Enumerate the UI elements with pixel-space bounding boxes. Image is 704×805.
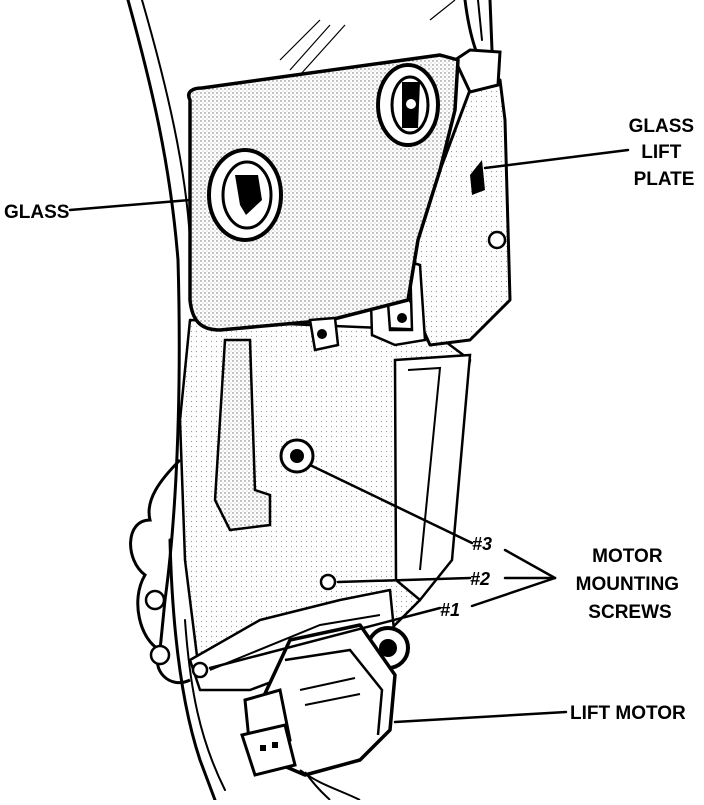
leader-glass-lift-plate bbox=[483, 148, 630, 170]
label-motor-mounting-screws: MOTOR MOUNTING SCREWS bbox=[576, 546, 685, 623]
label-glass: GLASS bbox=[4, 202, 69, 223]
leader-glass bbox=[68, 198, 192, 212]
glass-clip-upper bbox=[376, 63, 440, 147]
label-lift-motor: LIFT MOTOR bbox=[570, 703, 686, 724]
lift-motor bbox=[240, 623, 397, 801]
label-glass-lift-plate-line-3: PLATE bbox=[634, 169, 695, 190]
label-screw-1: #1 bbox=[440, 600, 460, 620]
glass-clip-left bbox=[207, 148, 283, 242]
label-glass-lift-plate-line-1: GLASS bbox=[629, 116, 694, 137]
door-frame bbox=[126, 0, 494, 802]
leader-screw-1 bbox=[208, 606, 442, 670]
leader-mms-1 bbox=[470, 576, 557, 608]
glass-pane bbox=[187, 0, 460, 352]
label-glass-lift-plate-line-2: LIFT bbox=[641, 142, 681, 163]
leader-lift-motor bbox=[393, 710, 568, 724]
label-glass-lift-plate: GLASS LIFT PLATE bbox=[629, 116, 700, 190]
label-screw-2: #2 bbox=[470, 569, 490, 589]
leader-lines bbox=[68, 148, 630, 724]
label-mms-line-3: SCREWS bbox=[588, 602, 671, 623]
leader-screw-2 bbox=[336, 576, 472, 584]
label-mms-line-1: MOTOR bbox=[592, 546, 663, 567]
labels: GLASS GLASS LIFT PLATE #3 #2 #1 MOTOR MO… bbox=[4, 116, 700, 724]
label-mms-line-2: MOUNTING bbox=[576, 574, 679, 595]
label-screw-3: #3 bbox=[472, 534, 492, 554]
leader-mms-3 bbox=[503, 548, 557, 580]
regulator-body bbox=[129, 318, 472, 692]
leader-screw-3 bbox=[308, 463, 474, 545]
